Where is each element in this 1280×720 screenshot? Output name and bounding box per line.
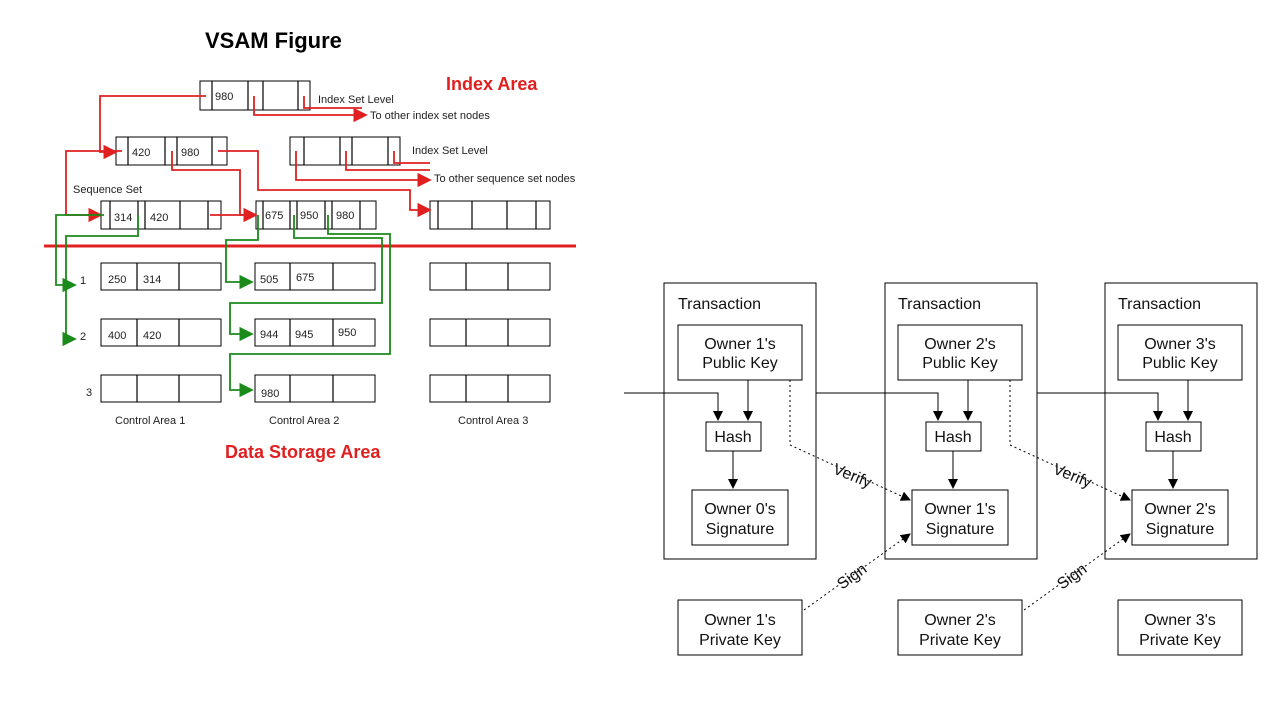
row-label-2: 2: [80, 331, 86, 343]
tx2-hash: Hash: [934, 429, 971, 446]
row-label-3: 3: [86, 387, 92, 399]
control-area-3: [429, 262, 551, 403]
seq1-key-1: 314: [114, 212, 132, 224]
transaction-3-label: Transaction: [1118, 296, 1201, 313]
tx1-sig-line1: Owner 0's: [704, 501, 776, 518]
control-area-3-label: Control Area 3: [458, 415, 528, 427]
privkey-3-line2: Private Key: [1139, 632, 1221, 649]
ca2-r3-key-1: 980: [261, 388, 279, 400]
control-area-1-label: Control Area 1: [115, 415, 185, 427]
green-pointers: [55, 214, 391, 398]
tx3-pubkey-line1: Owner 3's: [1144, 336, 1216, 353]
ca2-r2-key-2: 945: [295, 329, 313, 341]
private-keys: Owner 1's Private Key Owner 2's Private …: [677, 599, 1243, 656]
sequence-set-label: Sequence Set: [73, 184, 142, 196]
ca2-r2-key-3: 950: [338, 327, 356, 339]
blockchain-diagram: Transaction Owner 1's Public Key Hash Ow…: [624, 282, 1258, 656]
index-node-right: [289, 136, 401, 166]
dashed-arrows: [789, 380, 1131, 611]
privkey-2-line2: Private Key: [919, 632, 1001, 649]
ca1-r2-key-2: 420: [143, 330, 161, 342]
transaction-2-label: Transaction: [898, 296, 981, 313]
privkey-1-line1: Owner 1's: [704, 612, 776, 629]
tx3-pubkey-line2: Public Key: [1142, 355, 1218, 372]
data-storage-area-label: Data Storage Area: [225, 442, 381, 462]
seq2-key-3: 980: [336, 210, 354, 222]
tx2-pubkey-line2: Public Key: [922, 355, 998, 372]
tx1-hash: Hash: [714, 429, 751, 446]
verify-label-2: Verify: [1051, 461, 1094, 492]
vsam-title: VSAM Figure: [205, 28, 342, 53]
privkey-2-line1: Owner 2's: [924, 612, 996, 629]
transaction-1: Transaction Owner 1's Public Key Hash Ow…: [663, 282, 817, 560]
top-node-key: 980: [215, 91, 233, 103]
to-other-sequence-nodes-label: To other sequence set nodes: [434, 173, 576, 185]
index-set-level-label-1: Index Set Level: [318, 94, 394, 106]
transaction-2: Transaction Owner 2's Public Key Hash Ow…: [884, 282, 1038, 560]
ca1-r1-key-2: 314: [143, 274, 161, 286]
sequence-node-3: [429, 200, 551, 230]
index-node-key-1: 420: [132, 147, 150, 159]
ca1-r1-key-1: 250: [108, 274, 126, 286]
ca1-r2-key-1: 400: [108, 330, 126, 342]
tx2-sig-line2: Signature: [926, 521, 995, 538]
sign-label-1: Sign: [834, 561, 870, 594]
control-area-1: 250 314 400 420: [100, 262, 222, 403]
tx1-pubkey-line1: Owner 1's: [704, 336, 776, 353]
index-set-level-label-2: Index Set Level: [412, 145, 488, 157]
control-area-2: 505 675 944 945 950 980: [254, 262, 376, 403]
seq2-key-1: 675: [265, 210, 283, 222]
ca2-r1-key-1: 505: [260, 274, 278, 286]
ca2-r1-key-2: 675: [296, 272, 314, 284]
row-label-1: 1: [80, 275, 86, 287]
index-node-key-2: 980: [181, 147, 199, 159]
sequence-node-1: 314 420: [100, 200, 222, 230]
privkey-1-line2: Private Key: [699, 632, 781, 649]
tx3-sig-line1: Owner 2's: [1144, 501, 1216, 518]
tx3-sig-line2: Signature: [1146, 521, 1215, 538]
solid-arrows: [624, 380, 1193, 489]
index-area-label: Index Area: [446, 74, 538, 94]
control-area-2-label: Control Area 2: [269, 415, 339, 427]
ca2-r2-key-1: 944: [260, 329, 278, 341]
to-other-index-nodes-label: To other index set nodes: [370, 110, 490, 122]
tx2-sig-line1: Owner 1's: [924, 501, 996, 518]
sign-label-2: Sign: [1054, 561, 1090, 594]
transaction-3: Transaction Owner 3's Public Key Hash Ow…: [1104, 282, 1258, 560]
sequence-node-2: 675 950 980: [255, 200, 377, 230]
tx2-pubkey-line1: Owner 2's: [924, 336, 996, 353]
seq2-key-2: 950: [300, 210, 318, 222]
verify-label-1: Verify: [831, 461, 874, 492]
transaction-1-label: Transaction: [678, 296, 761, 313]
top-index-node: 980: [199, 80, 311, 111]
tx1-pubkey-line2: Public Key: [702, 355, 778, 372]
vsam-figure: VSAM Figure Index Area Data Storage Area…: [44, 28, 576, 462]
seq1-key-2: 420: [150, 212, 168, 224]
privkey-3-line1: Owner 3's: [1144, 612, 1216, 629]
tx3-hash: Hash: [1154, 429, 1191, 446]
tx1-sig-line2: Signature: [706, 521, 775, 538]
